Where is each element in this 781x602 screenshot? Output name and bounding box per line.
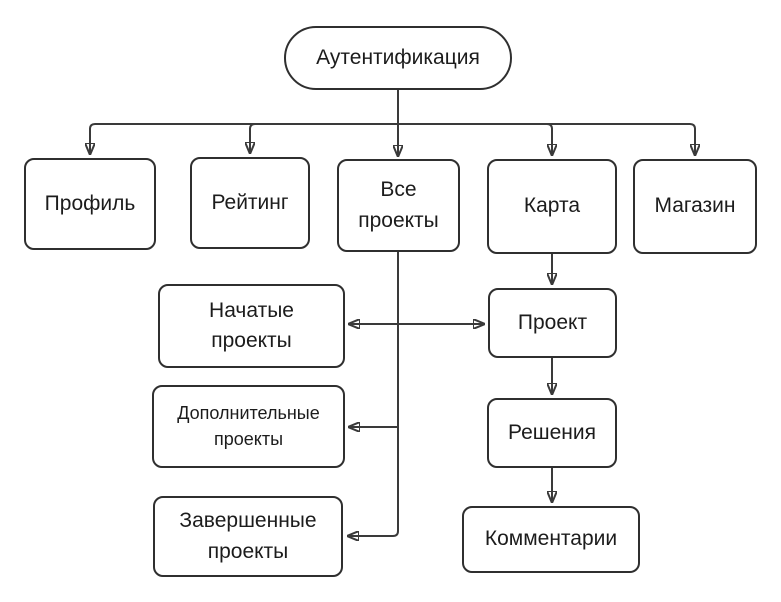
node-comments: Комментарии bbox=[462, 506, 640, 573]
node-finished-projects-label: Завершенные проекты bbox=[179, 509, 317, 563]
edge-auth-profile bbox=[90, 123, 398, 153]
node-shop-label: Магазин bbox=[654, 194, 736, 218]
node-profile: Профиль bbox=[24, 158, 156, 250]
edge-auth-map bbox=[398, 123, 552, 154]
node-map: Карта bbox=[487, 159, 617, 254]
node-project-label: Проект bbox=[517, 310, 588, 334]
node-finished-projects: Завершенные проекты bbox=[153, 496, 343, 577]
node-map-label: Карта bbox=[523, 194, 581, 218]
node-project: Проект bbox=[488, 288, 617, 358]
node-started-projects: Начатые проекты bbox=[158, 284, 345, 368]
edge-all-projects-finished-projects bbox=[349, 252, 399, 536]
node-rating-label: Рейтинг bbox=[211, 190, 289, 214]
node-auth: Аутентификация bbox=[284, 26, 512, 90]
node-profile-label: Профиль bbox=[44, 191, 136, 215]
node-all-projects-label: Все проекты bbox=[358, 178, 439, 232]
node-all-projects: Все проекты bbox=[337, 159, 460, 252]
node-shop: Магазин bbox=[633, 159, 757, 254]
node-started-projects-label: Начатые проекты bbox=[209, 298, 294, 352]
edge-auth-rating bbox=[250, 123, 398, 152]
node-auth-label: Аутентификация bbox=[316, 45, 480, 69]
node-solutions-label: Решения bbox=[508, 420, 596, 444]
node-comments-label: Комментарии bbox=[484, 527, 618, 551]
edge-auth-shop bbox=[398, 123, 695, 154]
node-additional-projects-label: Дополнительные проекты bbox=[177, 402, 320, 449]
node-additional-projects: Дополнительные проекты bbox=[152, 385, 345, 468]
node-rating: Рейтинг bbox=[190, 157, 310, 249]
node-solutions: Решения bbox=[487, 398, 617, 468]
